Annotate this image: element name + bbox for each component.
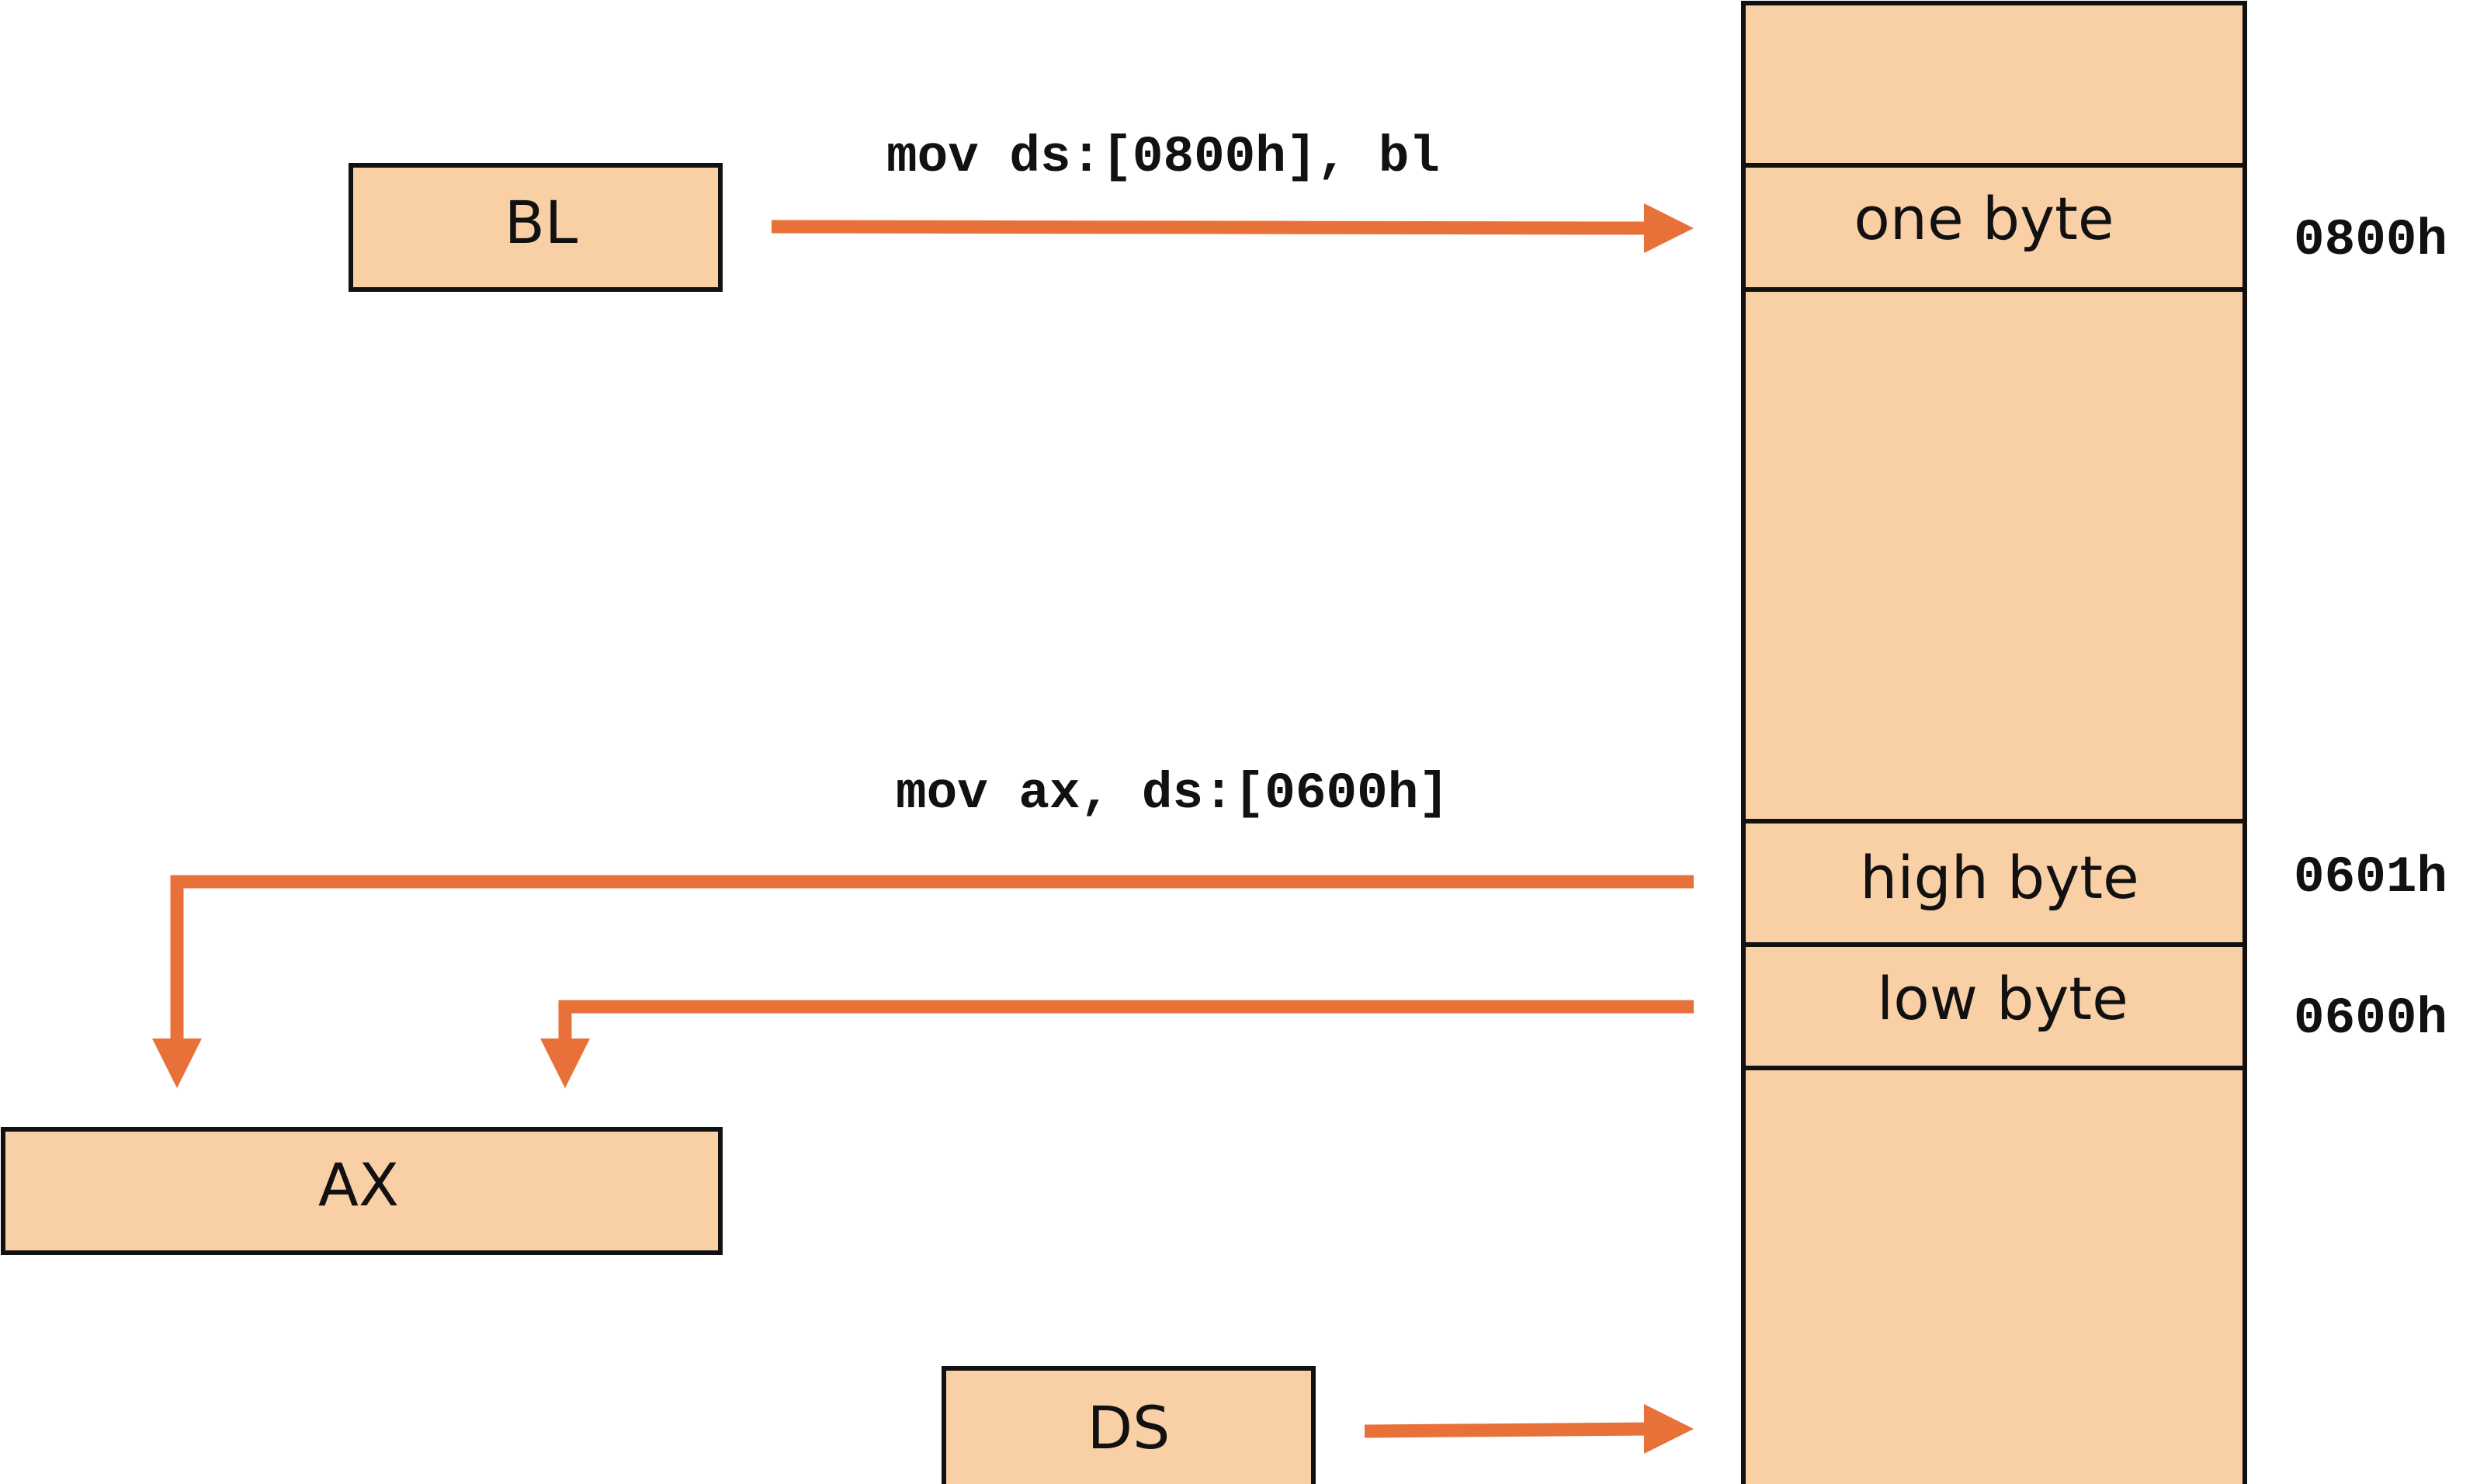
high-byte-arrow [152, 875, 1694, 1088]
register-bl-box [349, 163, 723, 292]
register-ax: AX [1, 1127, 723, 1255]
memory-column: one byte high byte low byte [1741, 1, 2247, 1484]
register-bl: BL [349, 163, 723, 292]
memory-cell-high-byte: high byte [1860, 843, 2139, 912]
register-ds-box [942, 1366, 1316, 1484]
instruction-store: mov ds:[0800h], bl [886, 128, 1440, 186]
store-arrow-head [1644, 203, 1694, 253]
low-byte-arrow-head [540, 1038, 590, 1088]
instruction-load: mov ax, ds:[0600h] [896, 765, 1449, 823]
address-labels: 0800h 0601h 0600h [2294, 211, 2447, 1048]
store-arrow [771, 203, 1694, 253]
register-ax-label: AX [318, 1150, 399, 1219]
segment-arrow-head [1644, 1404, 1694, 1454]
register-ds: DS [942, 1366, 1316, 1484]
memory-cell-low-byte: low byte [1877, 964, 2128, 1033]
low-byte-arrow [540, 1000, 1694, 1088]
address-0601h: 0601h [2294, 848, 2447, 907]
address-0800h: 0800h [2294, 211, 2447, 269]
high-byte-arrow-head [152, 1038, 202, 1088]
memory-cell-one-byte: one byte [1854, 184, 2114, 253]
store-arrow-shaft [771, 220, 1654, 235]
register-ds-label: DS [1087, 1393, 1171, 1462]
address-0600h: 0600h [2294, 990, 2447, 1048]
low-byte-arrow-shaft [558, 1000, 1694, 1048]
segment-arrow [1364, 1404, 1694, 1454]
high-byte-arrow-shaft [170, 875, 1694, 1048]
memory-block [1741, 1, 2247, 1484]
register-bl-label: BL [505, 188, 578, 257]
segment-arrow-shaft [1364, 1422, 1654, 1438]
register-ax-box [1, 1127, 723, 1255]
